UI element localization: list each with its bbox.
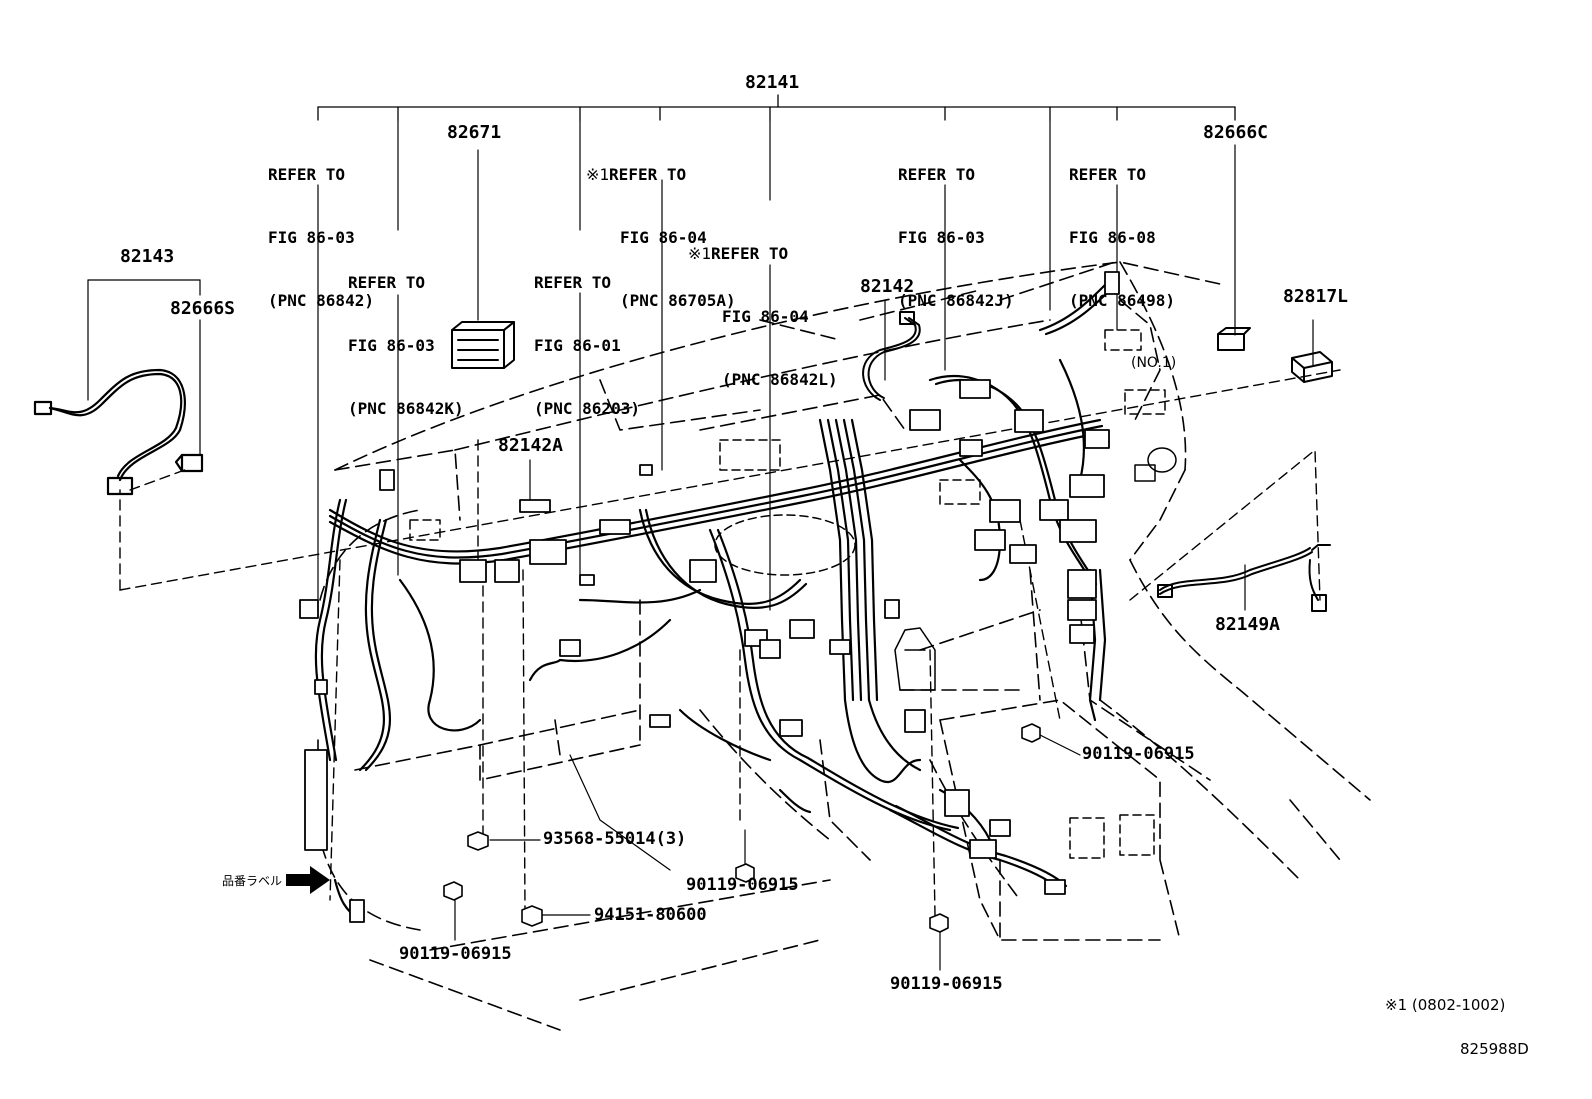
ref-line: (PNC 86842K) bbox=[348, 399, 464, 418]
fastener-90119-center: 90119-06915 bbox=[686, 875, 799, 895]
dashed-leaders bbox=[119, 369, 1341, 916]
module-82671 bbox=[451, 321, 515, 369]
callout-82149A: 82149A bbox=[1215, 614, 1281, 635]
dashboard-outline bbox=[317, 261, 1371, 1031]
fastener-90119-bottom: 90119-06915 bbox=[890, 974, 1003, 994]
ref-line: (NO.1) bbox=[1131, 355, 1177, 371]
footnote: ※1 (0802-1002) bbox=[1385, 996, 1506, 1014]
solid-leaders bbox=[87, 119, 1314, 971]
ref-line: (PNC 86842J) bbox=[898, 291, 1014, 310]
label-arrow bbox=[286, 866, 330, 894]
harness-82142 bbox=[862, 311, 921, 401]
ref-line: FIG 86-03 bbox=[268, 228, 355, 247]
ref-line: REFER TO bbox=[711, 244, 789, 263]
callout-82817L: 82817L bbox=[1283, 286, 1349, 307]
callout-82143: 82143 bbox=[120, 246, 175, 267]
fastener-94151: 94151-80600 bbox=[594, 905, 707, 925]
ref-line: FIG 86-03 bbox=[898, 228, 985, 247]
dash-details bbox=[409, 329, 1177, 859]
bracket-82141 bbox=[317, 94, 1236, 121]
ref-block-86842L: ※1REFER TO FIG 86-04 (PNC 86842L) bbox=[688, 201, 838, 411]
callout-82671: 82671 bbox=[447, 122, 502, 143]
part-label-note: 品番ラベル bbox=[222, 874, 283, 888]
ref-block-86498: REFER TO FIG 86-08 (PNC 86498) (NO.1) bbox=[1069, 122, 1176, 395]
ref-line: REFER TO bbox=[268, 165, 346, 184]
fastener-90119-left: 90119-06915 bbox=[399, 944, 512, 964]
ref-line: FIG 86-01 bbox=[534, 336, 621, 355]
harness-82149A bbox=[1157, 544, 1331, 612]
fastener-93568: 93568-55014(3) bbox=[543, 829, 687, 849]
connector-82666C bbox=[1217, 327, 1251, 351]
fastener-90119-right: 90119-06915 bbox=[1082, 744, 1195, 764]
figure-code: 825988D bbox=[1460, 1040, 1529, 1058]
ref-line: (PNC 86842) bbox=[268, 291, 374, 310]
fastener-bolts bbox=[443, 723, 1041, 933]
ref-block-86203: REFER TO FIG 86-01 (PNC 86203) bbox=[534, 230, 640, 440]
ref-line: REFER TO bbox=[534, 273, 612, 292]
connector-blocks bbox=[299, 271, 1120, 923]
callout-82142: 82142 bbox=[860, 276, 915, 297]
callout-82666C: 82666C bbox=[1203, 122, 1269, 143]
ref-block-86705A: ※1REFER TO FIG 86-04 (PNC 86705A) bbox=[586, 122, 736, 332]
harness-82143 bbox=[33, 368, 204, 496]
ref-line: REFER TO bbox=[348, 273, 426, 292]
ref-block-86842K: REFER TO FIG 86-03 (PNC 86842K) bbox=[348, 230, 464, 440]
ref-line: FIG 86-03 bbox=[348, 336, 435, 355]
ref-line: FIG 86-08 bbox=[1069, 228, 1156, 247]
ref-line: REFER TO bbox=[898, 165, 976, 184]
footnote-mark: ※1 bbox=[688, 244, 712, 263]
ref-line: FIG 86-04 bbox=[620, 228, 707, 247]
ref-block-86842: REFER TO FIG 86-03 (PNC 86842) bbox=[268, 122, 374, 332]
footnote-mark: ※1 bbox=[586, 165, 610, 184]
ref-line: (PNC 86498) bbox=[1069, 291, 1175, 310]
ref-line: REFER TO bbox=[1069, 165, 1147, 184]
clip-82817L bbox=[1291, 351, 1333, 383]
callout-82666S: 82666S bbox=[170, 298, 236, 319]
callout-82141: 82141 bbox=[745, 72, 800, 93]
ref-line: (PNC 86842L) bbox=[722, 370, 838, 389]
ref-line: FIG 86-04 bbox=[722, 307, 809, 326]
ref-block-86842J: REFER TO FIG 86-03 (PNC 86842J) bbox=[898, 122, 1014, 332]
ref-line: (PNC 86705A) bbox=[620, 291, 736, 310]
ref-line: REFER TO bbox=[609, 165, 687, 184]
ref-line: (PNC 86203) bbox=[534, 399, 640, 418]
callout-82142A: 82142A bbox=[498, 435, 564, 456]
